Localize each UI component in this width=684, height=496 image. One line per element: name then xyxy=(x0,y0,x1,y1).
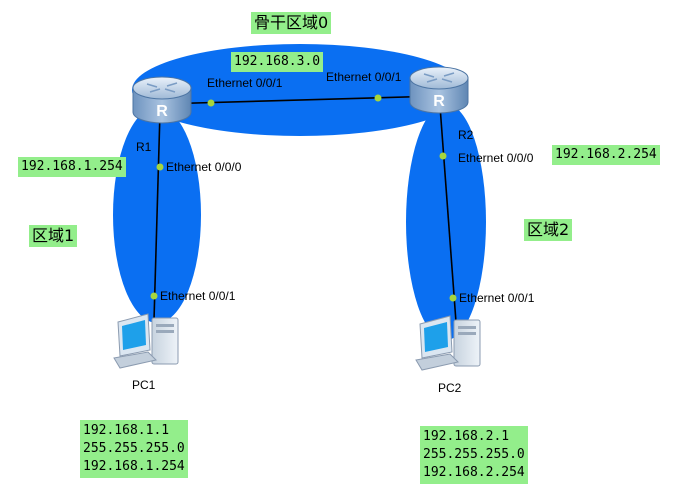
pc1-name: PC1 xyxy=(132,378,156,392)
pc2-gateway: 192.168.2.254 xyxy=(423,465,525,480)
pc2-name: PC2 xyxy=(438,381,462,395)
link-r1-r2 xyxy=(159,95,441,105)
router-r2-icon[interactable]: R xyxy=(409,66,469,114)
pc2-config-block: 192.168.2.1 255.255.255.0 192.168.2.254 xyxy=(420,426,528,484)
router-r2-name: R2 xyxy=(458,128,474,142)
pc1-computer-icon[interactable] xyxy=(113,313,179,369)
pc1-ip-address: 192.168.1.1 xyxy=(83,423,170,438)
pc2-computer-icon[interactable] xyxy=(415,315,481,371)
router-r2-glyph: R xyxy=(433,93,445,110)
backbone-network-label: 192.168.3.0 xyxy=(231,52,324,72)
pc1-config-block: 192.168.1.1 255.255.255.0 192.168.1.254 xyxy=(80,420,188,478)
backbone-area-label: 骨干区域0 xyxy=(251,12,332,34)
pc2-e001-interface-label: Ethernet 0/0/1 xyxy=(459,291,535,305)
port-dot-r2-e001 xyxy=(374,94,382,102)
port-dot-r2-e000 xyxy=(439,152,447,160)
r1-e001-interface-label: Ethernet 0/0/1 xyxy=(207,76,283,90)
router-r1-name: R1 xyxy=(136,140,152,154)
link-r1-pc1 xyxy=(153,111,161,321)
area2-label: 区域2 xyxy=(524,219,573,241)
port-dot-r1-e000 xyxy=(156,163,164,171)
r2-lan-gateway-label: 192.168.2.254 xyxy=(552,145,660,165)
link-r2-pc2 xyxy=(439,105,457,323)
r2-e001-interface-label: Ethernet 0/0/1 xyxy=(326,70,402,84)
r1-e000-interface-label: Ethernet 0/0/0 xyxy=(166,160,242,174)
area1-label: 区域1 xyxy=(29,225,78,247)
pc1-gateway: 192.168.1.254 xyxy=(83,459,185,474)
router-r1-glyph: R xyxy=(156,103,168,120)
port-dot-r1-e001 xyxy=(207,99,215,107)
pc2-subnet-mask: 255.255.255.0 xyxy=(423,447,525,462)
router-r1-icon[interactable]: R xyxy=(132,76,192,124)
r2-e000-interface-label: Ethernet 0/0/0 xyxy=(458,151,534,165)
r1-lan-gateway-label: 192.168.1.254 xyxy=(18,157,126,177)
port-dot-pc1-e001 xyxy=(150,292,158,300)
port-dot-pc2-e001 xyxy=(449,294,457,302)
backbone-area-shape xyxy=(132,44,468,136)
pc1-e001-interface-label: Ethernet 0/0/1 xyxy=(160,289,236,303)
area2-shape xyxy=(406,104,486,340)
pc2-ip-address: 192.168.2.1 xyxy=(423,429,510,444)
pc1-subnet-mask: 255.255.255.0 xyxy=(83,441,185,456)
